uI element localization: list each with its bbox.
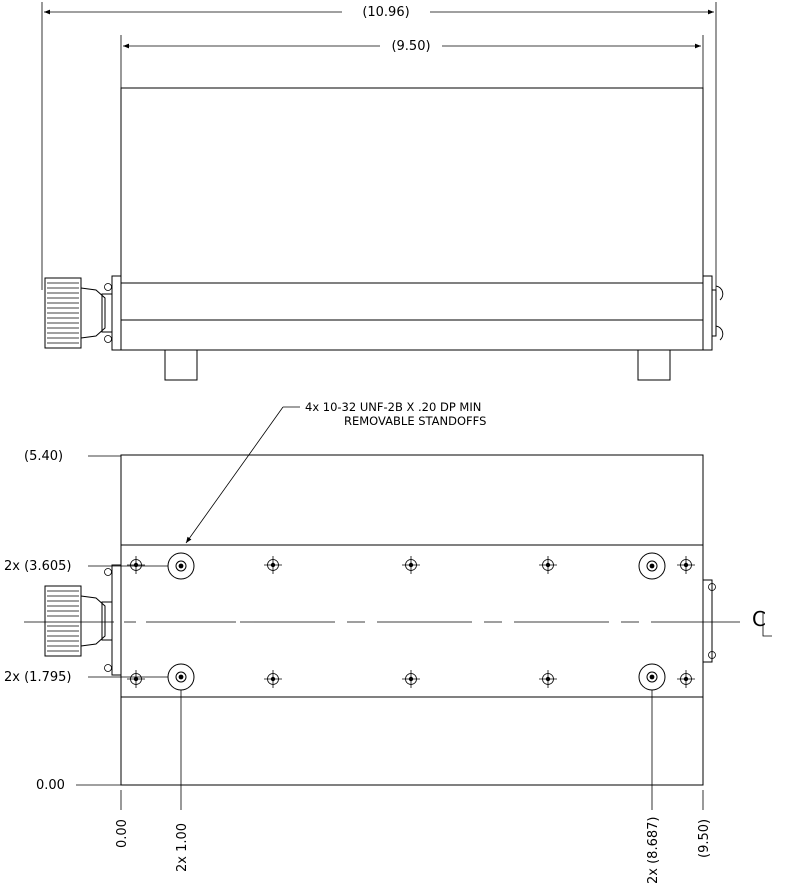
left-connector-bottom bbox=[44, 568, 113, 672]
mount-hole-icon bbox=[538, 669, 558, 689]
left-end-plate bbox=[111, 275, 122, 351]
mount-hole-icon bbox=[676, 669, 696, 689]
note-line-2: REMOVABLE STANDOFFS bbox=[344, 414, 486, 428]
dim-lower-holes: 2x (1.795) bbox=[4, 670, 71, 685]
mount-hole-icon bbox=[126, 555, 146, 575]
left-connector bbox=[44, 277, 113, 349]
standoff-note: 4x 10-32 UNF-2B X .20 DP MIN REMOVABLE S… bbox=[185, 400, 486, 544]
housing-footprint bbox=[120, 544, 704, 698]
dim-right-edge: (9.50) bbox=[697, 819, 712, 858]
top-view: (10.96) (9.50) bbox=[41, 2, 724, 381]
dim-upper-holes: 2x (3.605) bbox=[4, 559, 71, 574]
dim-bottom: 0.00 bbox=[36, 778, 65, 793]
dim-right-holes: 2x (8.687) bbox=[646, 817, 661, 884]
mount-hole-icon bbox=[538, 555, 558, 575]
mount-hole-icon bbox=[676, 555, 696, 575]
right-connector bbox=[711, 285, 724, 341]
overall-length-dimension: (10.96) bbox=[41, 2, 717, 290]
right-end-plate bbox=[702, 275, 713, 351]
dim-origin: 0.00 bbox=[115, 819, 130, 848]
base-plate bbox=[120, 454, 704, 786]
dim-top: (5.40) bbox=[24, 449, 63, 464]
vertical-dimensions: (5.40) 2x (3.605) 2x (1.795) 0.00 bbox=[4, 449, 168, 793]
housing-body bbox=[120, 87, 704, 351]
mount-hole-icon bbox=[401, 555, 421, 575]
body-length-label: (9.50) bbox=[391, 39, 430, 54]
standoff-hole-icon bbox=[638, 663, 666, 691]
dim-left-holes: 2x 1.00 bbox=[175, 823, 190, 872]
horizontal-dimensions: 0.00 2x 1.00 2x (8.687) (9.50) bbox=[115, 690, 712, 884]
right-connector-bottom bbox=[702, 579, 716, 663]
standoff-hole-icon bbox=[167, 552, 195, 580]
standoff-hole-icon bbox=[638, 552, 666, 580]
right-foot bbox=[637, 349, 671, 381]
mount-hole-icon bbox=[263, 669, 283, 689]
left-foot bbox=[164, 349, 198, 381]
bottom-view: 4x 10-32 UNF-2B X .20 DP MIN REMOVABLE S… bbox=[4, 400, 772, 884]
mount-hole-icon bbox=[263, 555, 283, 575]
standoff-hole-icon bbox=[167, 663, 195, 691]
overall-length-label: (10.96) bbox=[362, 5, 409, 20]
centerline-symbol: C bbox=[752, 607, 766, 631]
centerline: C bbox=[24, 607, 772, 637]
body-length-dimension: (9.50) bbox=[120, 35, 704, 88]
note-line-1: 4x 10-32 UNF-2B X .20 DP MIN bbox=[305, 400, 481, 414]
mount-hole-icon bbox=[401, 669, 421, 689]
mount-hole-icon bbox=[126, 669, 146, 689]
